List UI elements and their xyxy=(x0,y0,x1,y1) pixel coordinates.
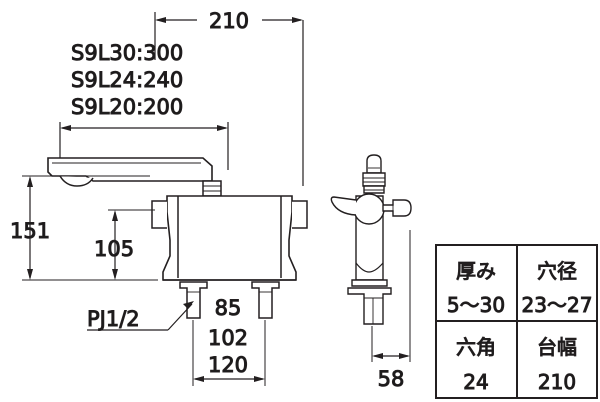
dimension-85-text: 85 xyxy=(215,296,242,320)
spec-cell-header-1-1: 台幅 xyxy=(537,335,577,359)
inlet-right-outline xyxy=(251,281,280,319)
side-top-cap xyxy=(366,154,382,174)
handle-left xyxy=(151,200,167,229)
faucet-body-front xyxy=(151,195,308,281)
pj12-leader-arrow xyxy=(183,301,194,309)
side-nozzle xyxy=(382,199,412,217)
dimension-151-text: 151 xyxy=(10,219,50,243)
dimension-151 xyxy=(22,175,158,281)
dimension-105 xyxy=(108,209,155,280)
faucet-spout xyxy=(47,157,222,197)
spec-cell-value-0-0: 5〜30 xyxy=(447,293,505,317)
side-body-taper xyxy=(355,262,384,273)
inlet-pipe-left xyxy=(179,281,208,319)
spout-aerator xyxy=(59,175,94,187)
inlet-left-outline xyxy=(179,281,208,319)
faucet-side-view xyxy=(330,154,412,325)
spec-table xyxy=(435,244,598,399)
spec-cell-header-0-1: 穴径 xyxy=(537,259,577,283)
arrow-58-left xyxy=(372,353,383,359)
spec-cell-header-1-0: 六角 xyxy=(456,335,496,359)
body-outline xyxy=(162,195,297,281)
spec-cell-value-1-1: 210 xyxy=(538,370,576,394)
inlet-pipe-right xyxy=(251,281,280,319)
handle-right xyxy=(292,200,308,229)
spout-outline xyxy=(47,157,213,182)
arrow-105-top xyxy=(112,210,118,221)
side-collar xyxy=(362,172,386,187)
side-stem xyxy=(363,185,385,194)
model-label-0: S9L30:300 xyxy=(71,41,183,65)
dimension-120 xyxy=(192,320,266,386)
side-baseplate xyxy=(351,279,388,287)
dimension-105-text: 105 xyxy=(94,237,134,261)
dimension-210-text: 210 xyxy=(209,9,249,33)
thread-label-text: PJ1/2 xyxy=(87,307,140,331)
spec-cell-value-1-0: 24 xyxy=(463,370,488,394)
side-inlet-pipe xyxy=(347,287,392,325)
side-lever-handle xyxy=(330,196,357,216)
model-label-1: S9L24:240 xyxy=(71,68,183,92)
dimension-58-text: 58 xyxy=(378,367,405,391)
side-body-circle xyxy=(353,193,385,225)
arrow-210-left xyxy=(155,17,166,23)
dimension-58 xyxy=(371,230,411,362)
arrow-spout-right xyxy=(217,125,228,131)
arrow-151-bottom xyxy=(27,269,33,280)
arrow-58-right xyxy=(399,353,410,359)
arrow-105-bottom xyxy=(112,269,118,280)
label-thread-pj12 xyxy=(87,301,194,331)
dimension-120-text: 120 xyxy=(208,353,248,377)
arrow-120-right xyxy=(254,376,265,382)
model-label-2: S9L20:200 xyxy=(71,95,183,119)
arrow-151-top xyxy=(27,176,33,187)
spec-cell-header-0-0: 厚み xyxy=(456,259,496,283)
dimension-102-text: 102 xyxy=(208,326,248,350)
arrow-120-left xyxy=(193,376,204,382)
dimension-210 xyxy=(154,12,304,186)
arrow-210-right xyxy=(292,17,303,23)
arrow-spout-left xyxy=(60,125,71,131)
spout-neck xyxy=(202,180,222,197)
spec-cell-value-0-1: 23〜27 xyxy=(522,293,593,317)
